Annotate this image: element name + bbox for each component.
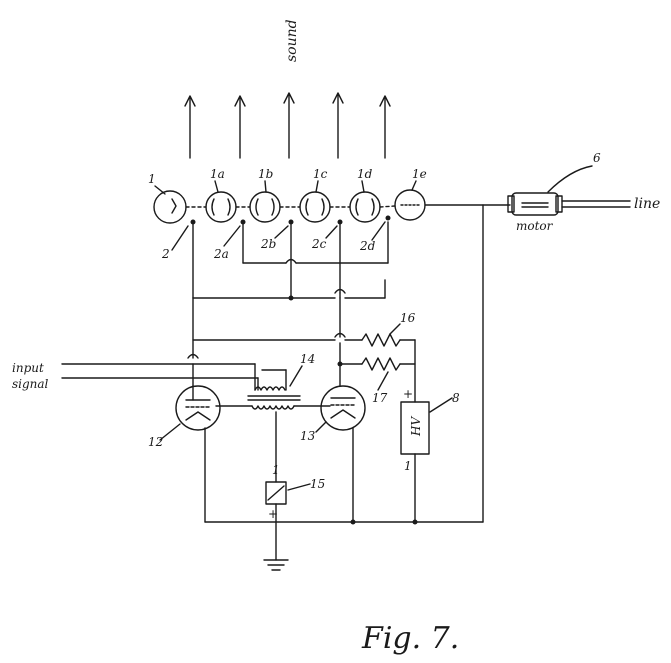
speaker-label-1d: 1d	[357, 167, 373, 181]
sound-arrow	[332, 92, 344, 159]
speaker-label-1b: 1b	[258, 167, 273, 181]
speaker-1d	[349, 191, 381, 223]
sound-arrow	[234, 95, 246, 159]
relay-minus-label: 1	[272, 463, 280, 477]
input-signal: input signal	[12, 361, 259, 391]
left-tube-wiring	[187, 297, 199, 387]
contact-label-2a: 2a	[213, 247, 229, 261]
contact-label-2b: 2b	[260, 237, 276, 251]
hv-plus-label: +	[403, 387, 413, 401]
tube-13-label: 13	[300, 429, 316, 443]
return-wire	[204, 204, 484, 525]
speaker-label-1c: 1c	[313, 167, 328, 181]
speaker-1c	[299, 191, 331, 223]
sound-arrow	[184, 95, 196, 159]
relay-plus-label: +	[268, 507, 278, 521]
tube-12: 12	[148, 385, 221, 523]
speaker-1	[153, 190, 187, 224]
contacts: 2 2a 2b 2c 2d	[161, 215, 391, 261]
contact-label-2d: 2d	[359, 239, 376, 253]
sound-arrows	[184, 92, 391, 159]
figure-caption: Fig. 7.	[361, 621, 459, 656]
resistor-17-label: 17	[372, 391, 388, 405]
resistor-17: 17	[361, 357, 416, 405]
bias-wiring	[192, 339, 363, 367]
speaker-label-1a: 1a	[210, 167, 225, 181]
speaker-label-1e: 1e	[412, 167, 427, 181]
motor-label: motor	[516, 219, 554, 233]
speaker-labels: 1 1a 1b 1c 1d 1e	[148, 167, 427, 195]
motor: 6 motor line	[507, 151, 660, 233]
transformer: 14	[215, 352, 331, 483]
speaker-row	[153, 189, 426, 224]
sound-label: sound	[284, 19, 300, 62]
line-label: line	[634, 196, 660, 212]
input-signal-label-2: signal	[12, 377, 49, 391]
motor-ref-label: 6	[593, 151, 601, 165]
tube-12-label: 12	[148, 435, 163, 449]
contact-2d	[385, 215, 391, 221]
resistor-16: 16	[361, 311, 416, 347]
relay-15: 1 + 15	[265, 463, 325, 561]
speaker-1a	[205, 191, 237, 223]
tube-12-envelope	[175, 385, 221, 431]
sound-arrow	[379, 95, 391, 159]
speaker-label-1: 1	[148, 172, 156, 186]
input-signal-label-1: input	[12, 361, 44, 375]
relay-ref-label: 15	[310, 477, 325, 491]
contact-label-2c: 2c	[311, 237, 327, 251]
contact-label-2: 2	[161, 247, 170, 261]
hv-supply-text: HV	[409, 416, 423, 437]
contact-wiring	[192, 221, 389, 301]
hv-supply-ref-label: 8	[452, 391, 460, 405]
hv-minus-label: 1	[404, 459, 412, 473]
sound-arrow	[283, 92, 295, 159]
ground-symbol	[263, 559, 289, 571]
hv-supply: HV + 1 8	[400, 339, 460, 523]
motor-body	[511, 192, 559, 216]
resistor-16-label: 16	[400, 311, 416, 325]
speaker-1b	[249, 191, 281, 223]
transformer-ref-label: 14	[300, 352, 315, 366]
tube-13-envelope	[320, 385, 366, 431]
